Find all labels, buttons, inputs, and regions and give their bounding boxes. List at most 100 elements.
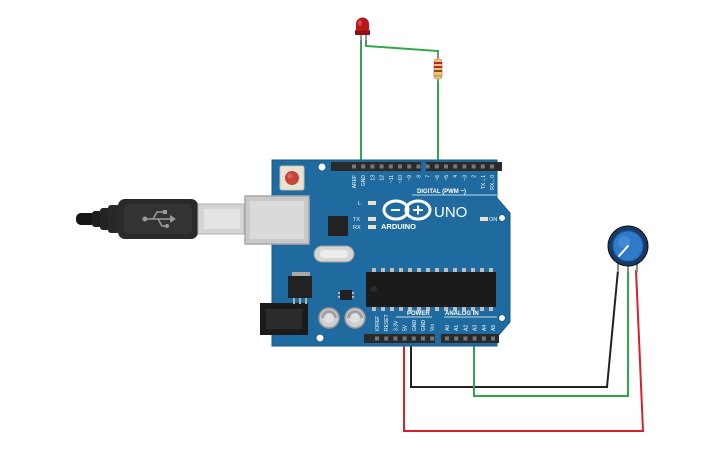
pin-label: TX→1 — [481, 175, 487, 189]
header-pin-hole[interactable] — [480, 164, 485, 169]
usb-b-cable[interactable] — [76, 199, 245, 239]
header-pin-hole[interactable] — [411, 336, 416, 341]
led-l-label: L — [358, 201, 361, 207]
pin-label: 5V — [403, 324, 409, 331]
header-pin-hole[interactable] — [393, 336, 398, 341]
header-pin-hole[interactable] — [434, 164, 439, 169]
wire-5v-pot[interactable] — [403, 269, 645, 432]
header-pin-hole[interactable] — [490, 164, 494, 169]
chip-pin — [471, 268, 475, 272]
led-on: ON — [480, 217, 497, 223]
potentiometer[interactable] — [607, 225, 649, 272]
voltage-regulator — [288, 272, 312, 304]
header-pin-hole[interactable] — [398, 164, 402, 169]
led-tx-label: TX — [353, 217, 360, 223]
pin-label: A3 — [473, 325, 479, 331]
pin-label: RESET — [384, 314, 390, 331]
header-pin-hole[interactable] — [384, 336, 389, 341]
chip-pin — [390, 268, 394, 272]
header-pin-hole[interactable] — [445, 336, 449, 341]
pin-label: ~6 — [435, 175, 441, 181]
chip-pin — [426, 268, 430, 272]
chip-pin — [399, 268, 403, 272]
header-pin-hole[interactable] — [472, 336, 477, 341]
arduino-logo: ARDUINO — [381, 199, 432, 231]
power-header-holes[interactable] — [375, 336, 435, 341]
header-pin-hole[interactable] — [453, 164, 458, 169]
chip-pin — [435, 268, 439, 272]
header-pin-hole[interactable] — [430, 336, 435, 341]
brand-label: ARDUINO — [381, 222, 416, 231]
header-pin-hole[interactable] — [444, 164, 448, 169]
header-pin-hole[interactable] — [454, 336, 459, 341]
dc-power-jack — [260, 303, 308, 335]
digital-header — [331, 162, 421, 171]
wire-led-resistor[interactable] — [365, 40, 439, 58]
pin-label: 12 — [380, 175, 386, 181]
mount-hole — [498, 314, 506, 322]
analog-header-holes[interactable] — [445, 336, 495, 341]
wire-a2-pot[interactable] — [473, 270, 629, 397]
chip-pin — [480, 268, 484, 272]
header-pin-hole[interactable] — [481, 336, 486, 341]
arduino-uno-board[interactable]: L TX RX ON ARDUINO UNO — [244, 159, 511, 347]
chip-pins — [372, 268, 493, 311]
pin-label: AREF — [352, 175, 358, 188]
header-pin-hole[interactable] — [388, 164, 393, 169]
header-pin-hole[interactable] — [379, 164, 384, 169]
led-l: L — [358, 201, 376, 207]
pin-label: 2 — [472, 175, 478, 178]
header-pin-hole[interactable] — [471, 164, 476, 169]
chip-pin — [426, 307, 430, 311]
pin-label: A5 — [491, 325, 497, 331]
chip-pin — [444, 268, 448, 272]
pot-indicator — [618, 245, 629, 257]
chip-pin — [462, 268, 466, 272]
mount-hole — [317, 162, 327, 172]
mount-hole — [315, 333, 325, 343]
pin-label: A1 — [454, 325, 460, 331]
header-pin-hole[interactable] — [375, 336, 379, 341]
header-pin-hole[interactable] — [462, 164, 467, 169]
chip-pin — [444, 307, 448, 311]
pin-label: RX←0 — [490, 175, 496, 190]
led-tx: TX — [353, 217, 376, 223]
pin-label: 13 — [370, 175, 376, 181]
red-led[interactable] — [355, 17, 370, 44]
power-header — [364, 334, 435, 343]
digital-header-holes[interactable] — [352, 164, 494, 169]
pin-label: GND — [421, 320, 427, 332]
reset-button[interactable] — [279, 165, 305, 191]
header-pin-hole[interactable] — [370, 164, 375, 169]
pin-label: 4 — [453, 175, 459, 178]
resistor[interactable] — [433, 52, 443, 82]
header-pin-hole[interactable] — [421, 336, 425, 341]
header-pin-hole[interactable] — [361, 164, 366, 169]
chip-pin — [435, 307, 439, 311]
chip-pin — [399, 307, 403, 311]
pin-label: ~3 — [462, 175, 468, 181]
header-pin-hole[interactable] — [407, 164, 412, 169]
header-pin-hole[interactable] — [463, 336, 468, 341]
chip-pin — [372, 307, 376, 311]
chip-pin — [381, 307, 385, 311]
pin-label: GND — [361, 175, 367, 187]
capacitor — [344, 307, 366, 329]
chip-pin — [489, 268, 493, 272]
header-pin-hole[interactable] — [491, 336, 495, 341]
pin-label: Vin — [430, 324, 436, 331]
chip-pin — [417, 268, 421, 272]
header-pin-hole[interactable] — [352, 164, 356, 169]
header-pin-hole[interactable] — [416, 164, 421, 169]
chip-pin — [417, 307, 421, 311]
pin-label: GND — [412, 320, 418, 332]
chip-pin — [480, 307, 484, 311]
chip-pin — [408, 268, 412, 272]
header-pin-hole[interactable] — [425, 164, 430, 169]
mount-hole — [498, 214, 506, 222]
wire-gnd-pot[interactable] — [410, 269, 619, 388]
header-pin-hole[interactable] — [402, 336, 407, 341]
